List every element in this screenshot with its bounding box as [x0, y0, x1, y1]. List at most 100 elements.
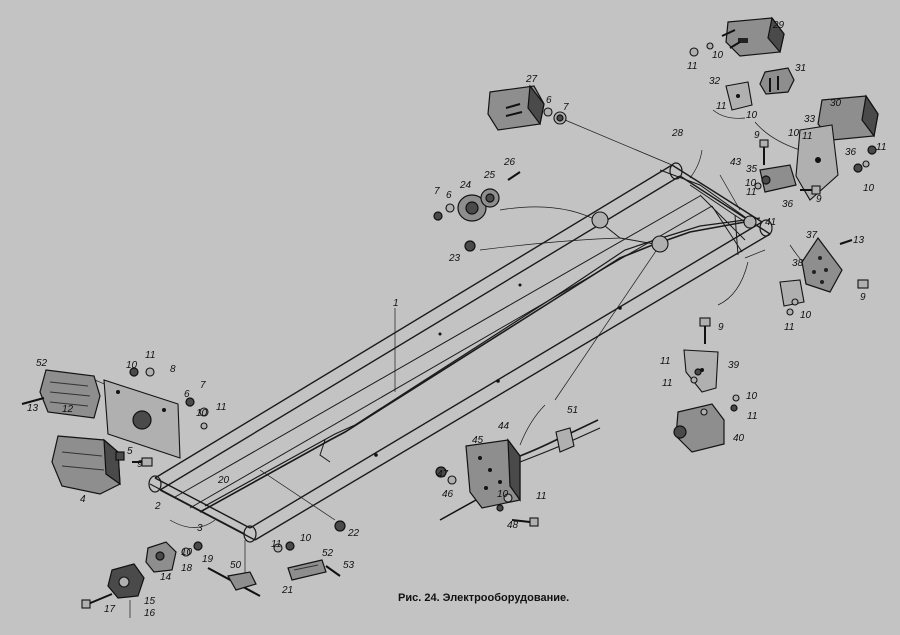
clamp-51	[555, 427, 575, 453]
callout-c9c: 9	[816, 194, 822, 205]
callout-c36a: 36	[845, 147, 857, 158]
callout-c11a: 11	[145, 350, 155, 361]
trailer-frame	[148, 162, 773, 543]
figure-caption: Рис. 24. Электрооборудование.	[398, 592, 570, 604]
rear-lamp-29	[721, 16, 785, 57]
bolt-9-mid	[699, 317, 711, 344]
callout-c10c: 10	[181, 547, 193, 558]
callout-c10l: 10	[746, 391, 758, 402]
callout-c6b: 6	[446, 190, 452, 201]
callout-c44: 44	[498, 421, 510, 432]
callout-c37: 37	[806, 230, 818, 241]
callout-c10h: 10	[788, 128, 800, 139]
callout-c9d: 9	[860, 292, 866, 303]
callout-c10i: 10	[745, 178, 757, 189]
lamp-4	[51, 435, 121, 495]
callout-c11m: 11	[662, 378, 672, 389]
callout-c52b: 52	[322, 548, 334, 559]
bolt-9-top	[759, 139, 769, 165]
callout-c10b: 10	[196, 408, 208, 419]
callout-c1: 1	[393, 298, 399, 309]
callout-c21: 21	[281, 585, 293, 596]
callout-c11f: 11	[716, 101, 726, 112]
callout-c6c: 6	[546, 95, 552, 106]
callout-c11b: 11	[216, 402, 226, 413]
callout-c9b: 9	[754, 130, 760, 141]
callout-c10k: 10	[800, 310, 812, 321]
callout-c12: 12	[62, 404, 74, 415]
callout-c30: 30	[830, 98, 842, 109]
callout-c7b: 7	[434, 186, 440, 197]
callout-c10j: 10	[863, 183, 875, 194]
callout-c46: 46	[442, 489, 454, 500]
callout-c11h: 11	[876, 142, 886, 153]
callout-c32: 32	[709, 76, 721, 87]
callout-c3: 3	[197, 523, 203, 534]
callout-c9e: 9	[718, 322, 724, 333]
lamp-14	[145, 541, 177, 573]
bracket-38	[779, 279, 805, 307]
plate-8	[103, 379, 181, 459]
lamp-52-12	[39, 369, 101, 419]
callout-c10d: 10	[300, 533, 312, 544]
bolt-9-right	[800, 185, 821, 195]
callout-c38: 38	[792, 258, 804, 269]
callout-c11l: 11	[747, 411, 757, 422]
callout-c14: 14	[160, 572, 172, 583]
callout-c11k: 11	[660, 356, 670, 367]
callout-c19: 19	[202, 554, 214, 565]
callout-c13b: 13	[853, 235, 865, 246]
callout-c52a: 52	[36, 358, 48, 369]
callout-c10g: 10	[746, 110, 758, 121]
callout-c11c: 11	[271, 539, 281, 550]
callout-c10e: 10	[497, 489, 509, 500]
callout-c11e: 11	[687, 61, 697, 72]
callout-c13a: 13	[27, 403, 39, 414]
callout-c31: 31	[795, 63, 806, 74]
callout-c17: 17	[104, 604, 116, 615]
reflector-37	[801, 236, 843, 293]
bolt-48	[511, 517, 539, 527]
switch-35	[754, 164, 797, 193]
callout-c16: 16	[144, 608, 156, 619]
callout-c48: 48	[507, 520, 519, 531]
callout-c11g: 11	[802, 131, 812, 142]
callout-c27: 27	[525, 74, 538, 85]
callout-c51: 51	[567, 405, 578, 416]
callout-c4: 4	[80, 494, 86, 505]
callout-c39: 39	[728, 360, 740, 371]
bolt-9-left	[132, 457, 153, 467]
lamp-21	[287, 559, 327, 581]
callout-c41: 41	[765, 217, 776, 228]
callout-c10f: 10	[712, 50, 724, 61]
wiring-harness	[199, 169, 761, 513]
callout-c7a: 7	[200, 380, 206, 391]
callout-c47: 47	[437, 469, 449, 480]
callout-c24: 24	[459, 180, 472, 191]
callout-c11j: 11	[784, 322, 794, 333]
callout-c23: 23	[448, 253, 461, 264]
callout-c18: 18	[181, 563, 193, 574]
callout-c11d: 11	[536, 491, 546, 502]
callout-c36b: 36	[782, 199, 794, 210]
callout-c6a: 6	[184, 389, 190, 400]
socket-40	[673, 403, 725, 453]
callout-c5: 5	[127, 446, 133, 457]
callout-c28: 28	[671, 128, 684, 139]
callout-c9a: 9	[137, 459, 143, 470]
callout-c29: 29	[772, 20, 785, 31]
callout-c7c: 7	[563, 102, 569, 113]
callout-c20: 20	[217, 475, 230, 486]
callout-c10a: 10	[126, 360, 138, 371]
lamp-15	[107, 563, 145, 599]
plug-50	[207, 567, 261, 597]
socket-31	[759, 67, 795, 95]
callout-c45: 45	[472, 435, 484, 446]
callout-c22: 22	[347, 528, 360, 539]
callout-c25: 25	[483, 170, 496, 181]
junction-box-44	[465, 438, 521, 509]
callout-c50: 50	[230, 560, 242, 571]
